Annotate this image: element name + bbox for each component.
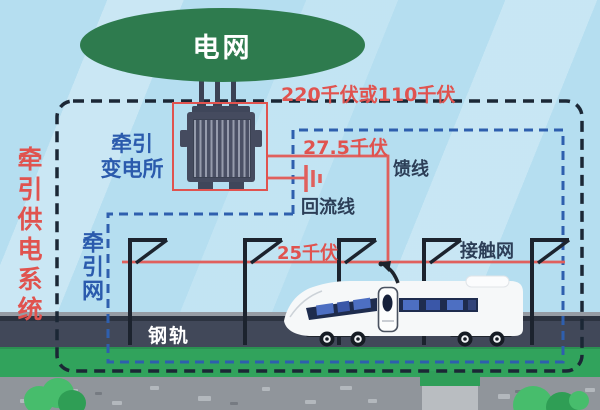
rail-label: 钢轨: [148, 325, 191, 347]
train-window: [426, 300, 440, 310]
catenary-pole-icon: [530, 238, 571, 345]
train-window: [403, 300, 419, 310]
transformer-bushing: [215, 76, 220, 116]
feeder-label: 馈线: [393, 159, 429, 180]
transformer-foot: [198, 182, 213, 191]
traction-network-label: 牵引网: [78, 231, 103, 303]
substation-label-line2: 变电所: [100, 157, 164, 181]
train-window: [353, 297, 371, 311]
train-nose-seam: [289, 290, 323, 318]
road-speckle: [230, 402, 238, 405]
inner-dashed-border: [106, 128, 565, 364]
transformer-lug: [254, 130, 262, 147]
bush-icon: [569, 391, 589, 410]
road-speckle: [340, 386, 352, 390]
transformer-bushing: [199, 76, 204, 116]
catenary-pole-icon: [243, 238, 284, 345]
bush-icon: [24, 386, 54, 410]
feeder-voltage-label: 27.5千伏: [303, 137, 388, 159]
road-speckle: [585, 388, 595, 392]
train-wheel-icon: [319, 331, 335, 347]
transmission-voltage-label: 220千伏或110千伏: [281, 84, 456, 106]
feeder-line: [268, 154, 390, 262]
power-grid-label: 电网: [192, 32, 253, 64]
substation-label-line1: 牵引: [111, 132, 153, 156]
train-window: [337, 300, 350, 313]
road-speckle: [498, 394, 510, 399]
transformer-foot: [229, 182, 244, 191]
train-window: [447, 300, 463, 310]
road-speckle: [198, 396, 211, 401]
transformer-bushing: [231, 76, 236, 116]
substation-label: 牵引 变电所: [96, 132, 168, 182]
catenary-label: 接触网: [460, 241, 514, 262]
train-window: [316, 303, 334, 316]
train-roof-unit: [465, 275, 510, 288]
catenary-pole-icon: [128, 238, 169, 345]
pantograph-icon: [378, 261, 400, 284]
road-speckle: [262, 387, 270, 391]
train-wheel-icon: [457, 331, 473, 347]
train-door-window: [382, 294, 393, 312]
crossing-path: [422, 386, 478, 410]
train-wheel-icon: [350, 331, 366, 347]
system-title: 牵引供电系统: [14, 146, 43, 326]
catenary-voltage-label: 25千伏: [277, 243, 339, 264]
high-speed-train: [284, 261, 523, 347]
road-speckle: [305, 400, 316, 404]
power-grid-ellipse: 电网: [80, 8, 365, 82]
outer-dashed-border: [55, 99, 584, 373]
crossing-grass-patch: [420, 371, 480, 386]
bush-icon: [58, 390, 86, 410]
road-speckle: [95, 392, 102, 395]
transformer-lug: [180, 130, 188, 147]
ground-symbol-icon: [304, 165, 322, 192]
transformer-fins: [193, 119, 251, 178]
substation-red-frame: [172, 102, 268, 191]
return-line-label: 回流线: [301, 197, 355, 218]
train-wheel-icon: [489, 331, 505, 347]
road-speckle: [112, 401, 122, 405]
transformer-top: [192, 106, 250, 116]
road-speckle: [150, 386, 159, 390]
road-speckle: [368, 399, 377, 403]
power-lines: [122, 154, 565, 264]
train-window: [468, 300, 476, 310]
